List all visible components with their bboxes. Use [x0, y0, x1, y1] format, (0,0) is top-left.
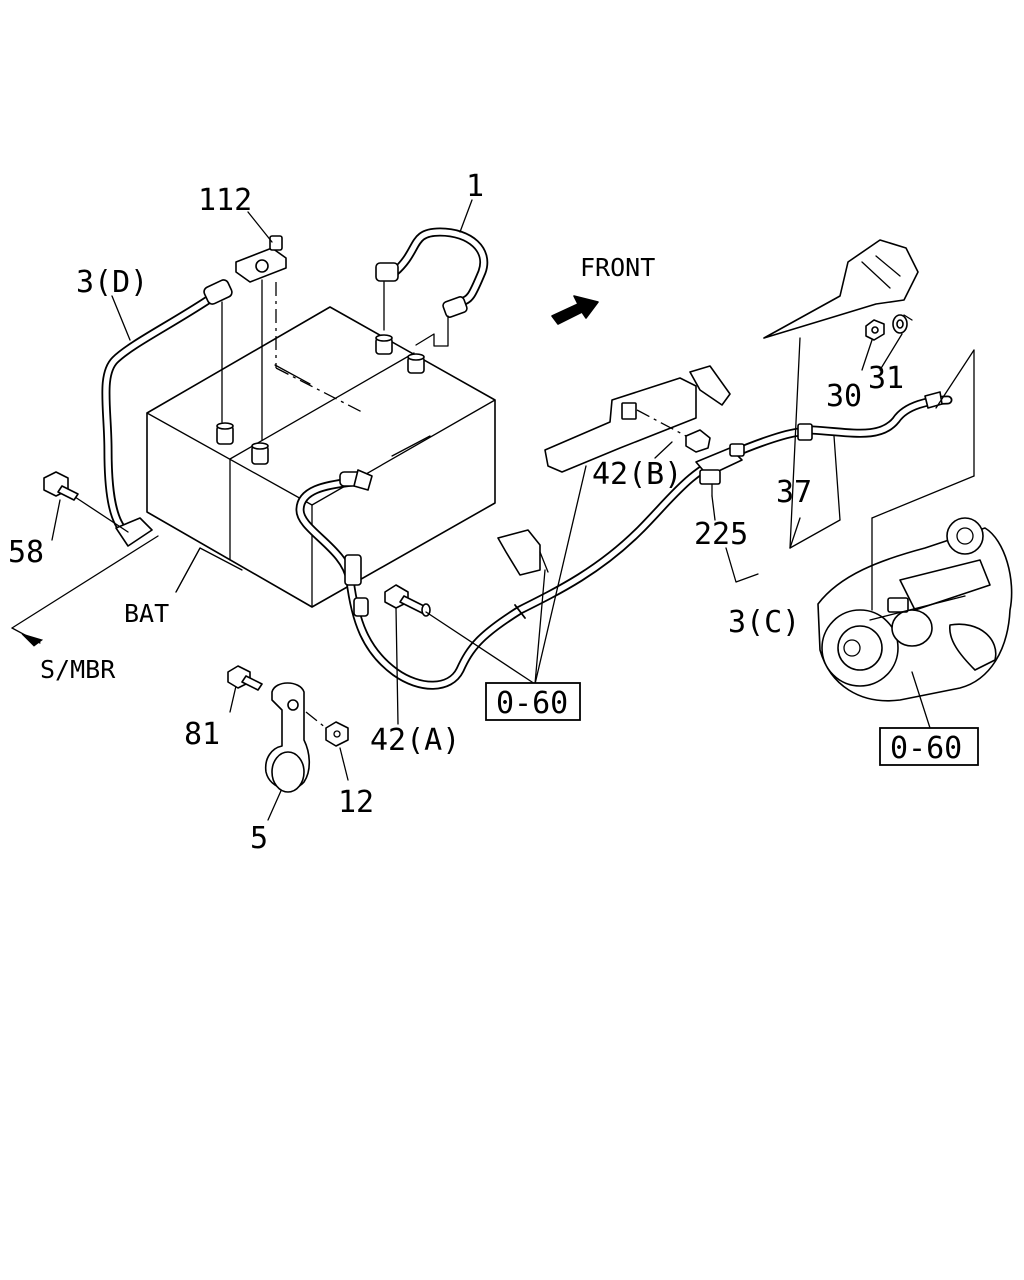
clip: [497, 529, 549, 576]
label-part-81: 81: [184, 717, 220, 752]
s-mbr-arrow-icon: [11, 627, 44, 647]
label-part-3c: 3(C): [728, 605, 800, 640]
battery-terminals: [216, 334, 425, 465]
nut-12: [305, 711, 349, 747]
label-part-1: 1: [466, 169, 484, 204]
bracket: [544, 365, 731, 473]
ref-box-right-label: 0-60: [890, 731, 962, 766]
battery-box: [146, 306, 496, 608]
bolt-58: [43, 471, 79, 501]
washer-31: [892, 314, 908, 334]
starter-motor: [817, 517, 1013, 702]
label-bat: BAT: [124, 599, 169, 628]
label-part-42b: 42(B): [592, 457, 682, 492]
nut-30: [865, 319, 885, 341]
label-front: FRONT: [580, 253, 655, 282]
cable-3d: [71, 279, 233, 547]
leader-lines: [11, 199, 975, 821]
ref-box-left-label: 0-60: [496, 686, 568, 721]
clamp-5: [264, 682, 311, 793]
label-part-30: 30: [826, 379, 862, 414]
label-part-58: 58: [8, 535, 44, 570]
terminal-clamp-112: [235, 235, 363, 441]
label-part-31: 31: [868, 361, 904, 396]
label-part-112: 112: [198, 183, 252, 218]
label-part-42a: 42(A): [370, 723, 460, 758]
main-cable: [295, 391, 953, 690]
front-arrow-icon: [551, 295, 599, 325]
ref-box-left: [485, 682, 581, 721]
connector-225: [695, 443, 745, 497]
cable-1: [375, 227, 489, 347]
label-part-37: 37: [776, 475, 812, 510]
ref-box-right: [879, 727, 979, 766]
bolt-81: [227, 665, 263, 691]
bolt-42a: [384, 584, 431, 617]
label-s-mbr: S/MBR: [40, 655, 116, 684]
label-part-3d: 3(D): [76, 265, 148, 300]
label-part-225: 225: [694, 517, 748, 552]
label-part-12: 12: [338, 785, 374, 820]
mount-bracket: [763, 239, 919, 339]
label-part-5: 5: [250, 821, 268, 856]
